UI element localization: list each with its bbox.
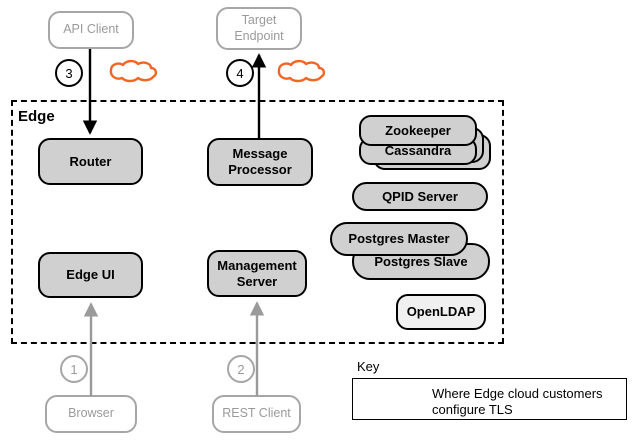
node-edge-ui[interactable]: Edge UI xyxy=(38,252,143,298)
node-postgres-slave-label: Postgres Slave xyxy=(374,253,468,269)
node-message-processor-label-line1: Message xyxy=(232,146,288,162)
node-zookeeper-label: Zookeeper xyxy=(385,122,451,138)
node-rest-client-label: REST Client xyxy=(222,406,291,421)
node-api-client-label: API Client xyxy=(63,22,119,37)
step-badge-2: 2 xyxy=(227,355,255,383)
legend-text-line2: configure TLS xyxy=(432,402,513,417)
step-badge-2-label: 2 xyxy=(237,361,245,377)
node-router-label: Router xyxy=(69,153,112,169)
step-badge-3-label: 3 xyxy=(65,65,73,81)
node-target-endpoint-label-line1: Target xyxy=(241,13,277,28)
node-management-server-label-line2: Server xyxy=(236,273,278,289)
node-postgres-master-label: Postgres Master xyxy=(348,231,450,247)
cloud-icon-step-4 xyxy=(277,59,326,83)
node-api-client[interactable]: API Client xyxy=(48,11,134,49)
node-openldap[interactable]: OpenLDAP xyxy=(396,294,486,330)
edge-container-label: Edge xyxy=(18,108,55,125)
legend-box xyxy=(352,378,627,420)
step-badge-4: 4 xyxy=(226,59,254,87)
node-message-processor[interactable]: Message Processor xyxy=(207,138,313,186)
cloud-icon-step-3 xyxy=(109,59,158,83)
node-browser-label: Browser xyxy=(68,406,114,421)
step-badge-4-label: 4 xyxy=(236,65,244,81)
node-qpid-server-label: QPID Server xyxy=(382,188,458,204)
node-target-endpoint[interactable]: Target Endpoint xyxy=(216,7,302,50)
step-badge-3: 3 xyxy=(55,59,83,87)
node-rest-client[interactable]: REST Client xyxy=(212,395,301,433)
node-qpid-server[interactable]: QPID Server xyxy=(352,182,488,211)
node-management-server-label-line1: Management xyxy=(217,257,297,273)
node-postgres-master[interactable]: Postgres Master xyxy=(330,222,468,256)
node-router[interactable]: Router xyxy=(38,138,143,185)
node-management-server[interactable]: Management Server xyxy=(207,250,307,297)
step-badge-1-label: 1 xyxy=(70,361,78,377)
step-badge-1: 1 xyxy=(60,355,88,383)
node-browser[interactable]: Browser xyxy=(45,395,137,433)
node-edge-ui-label: Edge UI xyxy=(66,267,115,283)
legend-text-line1: Where Edge cloud customers xyxy=(432,386,603,401)
node-message-processor-label-line2: Processor xyxy=(228,162,292,177)
node-target-endpoint-label-line2: Endpoint xyxy=(234,28,284,43)
node-zookeeper[interactable]: Zookeeper xyxy=(359,115,477,146)
legend-heading: Key xyxy=(357,359,380,374)
node-cassandra-label: Cassandra xyxy=(384,143,452,159)
node-openldap-label: OpenLDAP xyxy=(406,304,476,320)
